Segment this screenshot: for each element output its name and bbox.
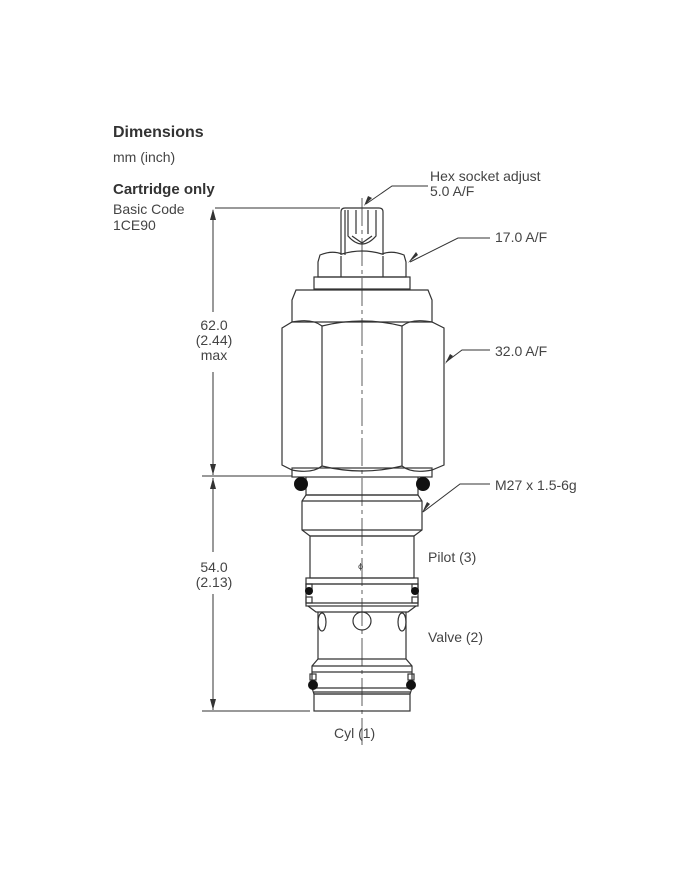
basic-code-label: Basic Code xyxy=(113,201,185,217)
upper-dimension-inch: (2.44) xyxy=(195,332,233,348)
port-cyl-label: Cyl (1) xyxy=(334,725,376,741)
port-valve-label: Valve (2) xyxy=(428,629,483,645)
upper-dimension-note: max xyxy=(200,347,228,363)
units-label: mm (inch) xyxy=(113,149,176,165)
nut-17af xyxy=(317,250,407,278)
upper-dimension-mm: 62.0 xyxy=(200,317,228,333)
lower-dimension-inch: (2.13) xyxy=(195,574,233,590)
nut-af-label: 17.0 A/F xyxy=(495,229,548,245)
hex-socket-size: 5.0 A/F xyxy=(430,183,475,199)
thread-label: M27 x 1.5-6g xyxy=(495,477,577,493)
basic-code-value: 1CE90 xyxy=(113,217,156,233)
body-hex-32af xyxy=(281,320,445,472)
port-pilot-label: Pilot (3) xyxy=(428,549,477,565)
valve-port xyxy=(352,611,372,631)
dimension-lines xyxy=(202,185,490,712)
page-title: Dimensions xyxy=(113,124,204,141)
hex-socket-label: Hex socket adjust xyxy=(430,168,541,184)
nose xyxy=(313,693,411,712)
adjust-screw xyxy=(340,207,384,255)
svg-text:ϕ: ϕ xyxy=(358,562,363,571)
o-rings xyxy=(294,477,430,690)
lower-dimension-mm: 54.0 xyxy=(200,559,228,575)
body-af-label: 32.0 A/F xyxy=(495,343,548,359)
product-heading: Cartridge only xyxy=(113,181,215,198)
arrowheads xyxy=(210,196,453,710)
